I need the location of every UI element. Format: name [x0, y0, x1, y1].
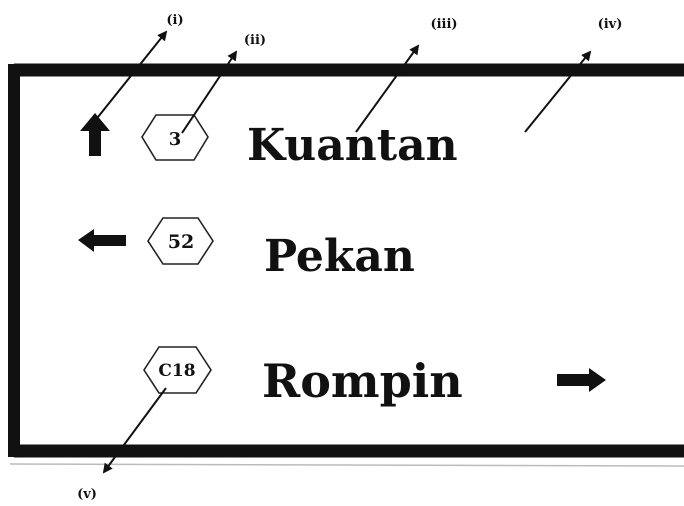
- left-arrow-icon: [78, 229, 126, 252]
- callout-label-i: (i): [166, 13, 183, 28]
- sign-row-rompin: C18 Rompin: [143, 346, 606, 408]
- callout-pointer-i: [93, 30, 168, 123]
- route-shield-hexagon: [143, 346, 212, 394]
- callout-label-v: (v): [77, 487, 97, 502]
- callout-label-ii: (ii): [244, 33, 266, 48]
- route-number: 52: [168, 231, 194, 253]
- callout-label-iii: (iii): [430, 17, 457, 32]
- route-number: C18: [158, 361, 195, 381]
- callout-pointers: [93, 30, 592, 474]
- sign-board: [8, 63, 684, 467]
- place-name: Rompin: [262, 354, 463, 408]
- route-number: 3: [169, 129, 182, 150]
- callout-pointer-iv: [524, 50, 592, 133]
- right-arrow-icon: [557, 368, 606, 392]
- up-arrow-icon: [80, 113, 110, 156]
- callout-pointer-v: [102, 387, 167, 474]
- callout-label-iv: (iv): [598, 17, 623, 32]
- callout-pointer-ii: [181, 50, 238, 134]
- callout-pointer-iii: [355, 44, 420, 133]
- sign-row-pekan: 52 Pekan: [78, 217, 415, 282]
- place-name: Kuantan: [247, 120, 458, 171]
- callout-labels: (i) (ii) (iii) (iv) (v): [77, 13, 622, 502]
- place-name: Pekan: [264, 231, 415, 282]
- sign-row-kuantan: 3 Kuantan: [80, 113, 458, 171]
- route-shield-hexagon: [147, 217, 214, 265]
